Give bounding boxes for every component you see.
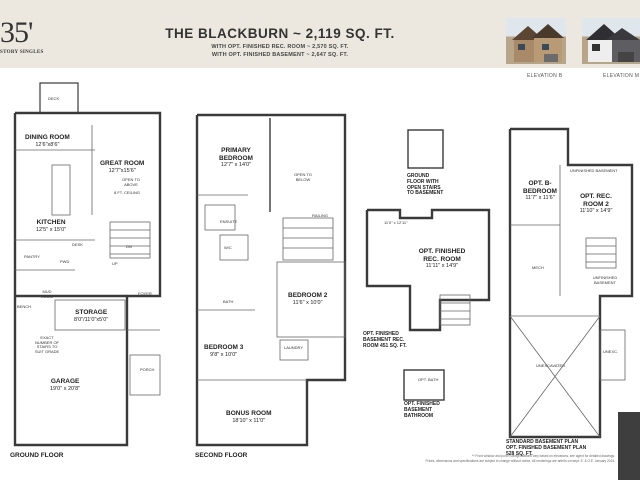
basement-caption-2: OPT. FINISHED BASEMENT PLAN <box>506 445 587 451</box>
primary-bedroom-dim: 12'7" x 14'0" <box>220 162 252 168</box>
opt-bath-label: OPT. BATH <box>418 377 439 382</box>
storage-label: STORAGE 8'0"/11'0"x5'0" <box>74 309 108 324</box>
b-bedroom-dim: 11'7" x 11'6" <box>525 195 555 201</box>
elevation-m-label: ELEVATION M <box>603 73 640 79</box>
kitchen-dim: 12'5" x 15'0" <box>36 226 67 233</box>
pantry-label: PANTRY <box>24 254 40 259</box>
elevation-b-image <box>506 18 566 64</box>
unexcavated-label: UNEXCAVATED <box>536 363 566 368</box>
option-rec-room: WITH OPT. FINISHED REC. ROOM ~ 2,570 SQ.… <box>211 44 349 50</box>
rec2-dim: 11'10" x 14'9" <box>579 208 613 214</box>
fine-print-2: Prices, dimensions and specifications ar… <box>425 459 615 463</box>
bench-label: BENCH <box>17 304 32 309</box>
bedroom3-label: BEDROOM 3 9'8" x 10'0" <box>204 344 243 359</box>
wic-label: W/C <box>224 245 232 250</box>
unfinished-top-label: UNFINISHED BASEMENT <box>570 168 618 173</box>
storage-dim: 8'0"/11'0"x5'0" <box>74 316 109 323</box>
bonus-room-name: BONUS ROOM <box>226 410 272 417</box>
basement-caption-3: 528 SQ. FT. <box>506 451 533 457</box>
kitchen-name: KITCHEN <box>36 219 66 226</box>
rec-room-name: OPT. FINISHED REC. ROOM <box>418 248 466 263</box>
b-bedroom-name: OPT. B-BEDROOM <box>523 180 557 195</box>
unexc-label: UNEXC. <box>603 349 619 354</box>
rec-room-label: OPT. FINISHED REC. ROOM 11'11" x 14'9" <box>414 248 470 271</box>
elevation-m-image <box>582 18 640 64</box>
elevation-b-label: ELEVATION B <box>527 73 563 79</box>
mud-room-label: MUD ROOM <box>40 289 54 299</box>
bath-caption: OPT. FINISHED BASEMENT BATHROOM <box>404 401 440 419</box>
bedroom2-dim: 11'6" x 10'0" <box>292 299 323 306</box>
rec-room-dim: 11'11" x 14'9" <box>425 263 459 269</box>
primary-bedroom-name: PRIMARY BEDROOM <box>219 147 253 162</box>
dining-room-dim: 12'6"x8'6" <box>35 141 60 148</box>
b-bedroom-label: OPT. B-BEDROOM 11'7" x 11'6" <box>520 180 560 203</box>
mech-label: MECH <box>532 265 544 270</box>
bedroom3-name: BEDROOM 3 <box>204 344 244 351</box>
bedroom2-name: BEDROOM 2 <box>288 292 328 299</box>
great-room-dim: 12'7"x15'6" <box>108 167 136 174</box>
garage-name: GARAGE <box>50 378 80 385</box>
garage-dim: 19'0" x 20'8" <box>50 385 81 392</box>
deck-label: DECK <box>48 96 60 101</box>
stairs-note: EXACT NUMBER OF STAIRS TO SUIT GRADE <box>34 335 60 354</box>
dn-label: DN <box>126 244 132 249</box>
foyer-label: FOYER <box>138 291 152 296</box>
up-label: UP <box>112 261 118 266</box>
bath-label: BATH <box>223 299 234 304</box>
unfinished-label: UNFINISHED BASEMENT <box>592 275 618 285</box>
option-basement: WITH OPT. FINISHED BASEMENT ~ 2,647 SQ. … <box>211 52 349 58</box>
second-floor-title: SECOND FLOOR <box>195 452 248 459</box>
railing-label: RAILING <box>312 213 329 218</box>
dining-room-name: DINING ROOM <box>25 134 70 141</box>
basement-caption-1: STANDARD BASEMENT PLAN <box>506 439 579 445</box>
plan-title: THE BLACKBURN ~ 2,119 SQ. FT. <box>165 26 395 41</box>
series-badge: 35' STORY SINGLES <box>0 16 48 56</box>
ground-floor-title: GROUND FLOOR <box>10 452 64 459</box>
rec-caption: OPT. FINISHED BASEMENT REC. ROOM 451 SQ.… <box>363 331 407 349</box>
desk-label: DESK <box>72 242 83 247</box>
dining-room-label: DINING ROOM 12'6"x8'6" <box>25 134 70 149</box>
storage-name: STORAGE <box>75 309 108 316</box>
rec2-name: OPT. REC. ROOM 2 <box>580 193 612 208</box>
rec2-label: OPT. REC. ROOM 2 11'10" x 14'9" <box>572 193 620 216</box>
laundry-label: LAUNDRY <box>284 345 304 350</box>
series-number: 35' <box>0 16 33 49</box>
kitchen-label: KITCHEN 12'5" x 15'0" <box>36 219 66 234</box>
bedroom3-dim: 9'8" x 10'0" <box>210 351 238 358</box>
open-above-note: OPEN TO ABOVE <box>122 177 140 187</box>
pwd-label: PWD <box>60 259 70 264</box>
bonus-room-dim: 18'10" x 11'0" <box>232 417 266 424</box>
open-stairs-caption: GROUND FLOOR WITH OPEN STAIRS TO BASEMEN… <box>407 173 444 197</box>
open-below-note: OPEN TO BELOW <box>294 172 312 182</box>
basement-outline <box>508 127 634 439</box>
series-subtitle: STORY SINGLES <box>0 50 44 55</box>
ensuite-label: ENSUITE <box>220 219 238 224</box>
fine-print-1: ** Front window and porch sizing/locatio… <box>472 454 615 458</box>
great-room-name: GREAT ROOM <box>100 160 145 167</box>
garage-label: GARAGE 19'0" x 20'8" <box>50 378 80 393</box>
porch-label: PORCH <box>140 367 155 372</box>
bedroom2-label: BEDROOM 2 11'6" x 10'0" <box>288 292 327 307</box>
bonus-room-label: BONUS ROOM 18'10" x 11'0" <box>226 410 272 425</box>
primary-bedroom-label: PRIMARY BEDROOM 12'7" x 14'0" <box>214 147 258 170</box>
ceiling-note: 8 FT. CEILING <box>114 190 141 195</box>
builder-logo <box>618 412 640 480</box>
great-room-label: GREAT ROOM 12'7"x15'6" <box>100 160 144 175</box>
rec-outline <box>365 208 491 332</box>
rec-dim-top: 11'0" x 12'11" <box>384 220 408 225</box>
